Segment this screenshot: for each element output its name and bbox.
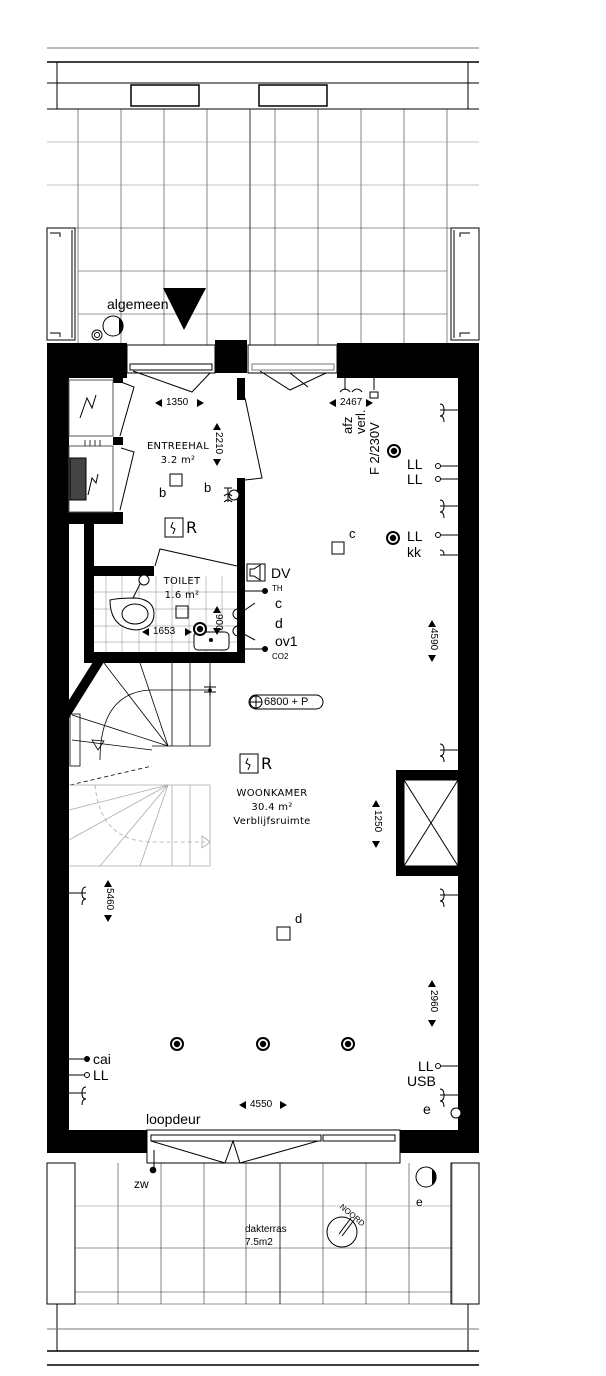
point-b-1: b — [159, 485, 167, 500]
top-side-railings — [46, 227, 480, 341]
compass-icon — [326, 1216, 358, 1248]
entrance-doors — [126, 344, 338, 393]
dim-entree-height: 2210 — [213, 432, 224, 455]
wall-sockets — [69, 463, 462, 1119]
verl-label: verl. — [353, 409, 368, 434]
dim-toilet-height: 900 — [213, 614, 224, 631]
point-c-toilet: c — [275, 595, 282, 611]
socket-cai: cai — [93, 1051, 111, 1067]
point-c-living: c — [349, 526, 356, 541]
staircase-lower — [68, 784, 211, 867]
meter-symbols — [91, 315, 124, 341]
dim-left-lower: 5460 — [104, 888, 115, 911]
toilet-name: TOILET — [163, 576, 201, 587]
switch-boxes — [164, 517, 259, 774]
level-marker-text: 6800 + P — [264, 696, 309, 708]
woonkamer-type: Verblijfsruimte — [233, 816, 311, 827]
ceiling-light-icon — [387, 444, 401, 458]
bottom-balcony — [46, 1162, 480, 1366]
socket-ll-3: LL — [407, 528, 423, 544]
point-b-2: b — [204, 480, 212, 495]
top-terrace-tiles — [47, 109, 479, 345]
switch-r-entree: R — [186, 518, 198, 537]
entreehal-area: 3.2 m² — [160, 455, 196, 466]
point-zw: zw — [134, 1177, 149, 1191]
shaft — [403, 779, 459, 867]
switch-r-living: R — [261, 754, 273, 773]
closets — [68, 379, 135, 513]
thermostat-symbol — [204, 682, 216, 696]
thermostat-th-label: TH — [272, 584, 283, 593]
entrance-arrow — [163, 288, 206, 330]
dakterras-name: dakterras — [245, 1224, 287, 1235]
entreehal-name: ENTREEHAL — [146, 441, 210, 452]
door-label: loopdeur — [146, 1111, 201, 1127]
dim-entree-width: 1350 — [166, 397, 189, 408]
socket-ll-1: LL — [407, 456, 423, 472]
socket-ll-left: LL — [93, 1067, 109, 1083]
socket-ll-right: LL — [418, 1058, 434, 1074]
double-sockets — [69, 378, 458, 1108]
ceiling-lights — [170, 444, 401, 1051]
ceiling-points — [169, 473, 345, 941]
door-swings — [154, 397, 263, 567]
ceiling-light-icon — [341, 1037, 355, 1051]
ceiling-light-icon — [193, 622, 207, 636]
point-d-toilet: d — [275, 615, 283, 631]
level-marker — [248, 694, 324, 710]
ceiling-light-icon — [256, 1037, 270, 1051]
dim-bottom-width: 4550 — [250, 1099, 273, 1110]
terrace-door — [146, 1129, 401, 1170]
interior-walls — [67, 377, 458, 876]
entrance-label: algemeen — [107, 296, 169, 312]
co2-label: CO2 — [272, 652, 289, 661]
staircase — [69, 662, 211, 786]
doorbell-dv-label: DV — [271, 565, 291, 581]
dakterras-area: 7.5m2 — [245, 1237, 273, 1248]
point-e-inside: e — [423, 1101, 431, 1117]
ceiling-light-icon — [386, 531, 400, 545]
power-group-label: F 2/230V — [367, 422, 382, 475]
socket-ll-2: LL — [407, 471, 423, 487]
toilet-fixture — [109, 574, 230, 651]
dim-right-upper: 4590 — [428, 628, 439, 651]
exterior-walls — [47, 340, 479, 1153]
toilet-area: 1.6 m² — [164, 590, 200, 601]
woonkamer-name: WOONKAMER — [236, 788, 308, 799]
ventilation-ov1-label: ov1 — [275, 633, 298, 649]
outdoor-symbols — [149, 1166, 437, 1188]
dim-toilet-width: 1653 — [153, 626, 176, 637]
point-e-outside: e — [416, 1195, 423, 1209]
dim-top-right: 2467 — [340, 397, 363, 408]
top-balcony — [47, 47, 479, 110]
dimension-arrows — [104, 399, 436, 1109]
socket-usb: USB — [407, 1073, 436, 1089]
toilet-side-symbols — [232, 588, 268, 652]
woonkamer-area: 30.4 m² — [251, 802, 293, 813]
socket-kk: kk — [407, 544, 421, 560]
dim-right-middle: 1250 — [372, 810, 383, 833]
dim-right-lower: 2960 — [428, 990, 439, 1013]
point-d-living: d — [295, 911, 303, 926]
ceiling-light-icon — [170, 1037, 184, 1051]
doorbell-speaker — [246, 563, 266, 582]
